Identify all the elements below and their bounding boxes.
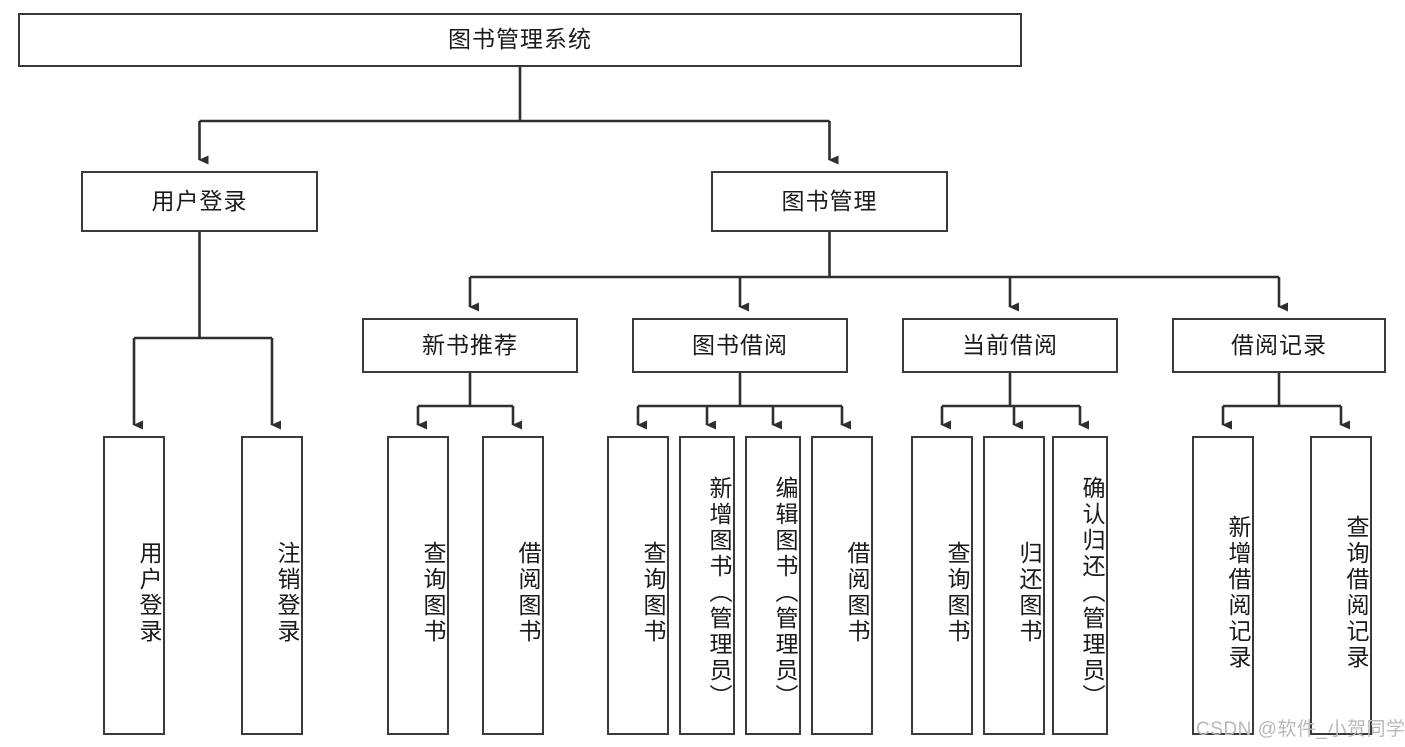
node-leaf-query-record[interactable]: 查询借阅记录: [1310, 436, 1372, 735]
node-label: 确认归还（管理员）: [1079, 475, 1105, 710]
node-label: 查询图书: [944, 540, 970, 645]
node-user-login[interactable]: 用户登录: [81, 171, 318, 232]
node-label: 图书管理: [781, 187, 878, 214]
node-label: 新书推荐: [422, 331, 518, 358]
node-leaf-add-book[interactable]: 新增图书（管理员）: [679, 436, 735, 735]
node-label: 新增借阅记录: [1225, 514, 1251, 671]
node-leaf-borrow-book-1[interactable]: 借阅图书: [482, 436, 544, 735]
node-leaf-confirm-return[interactable]: 确认归还（管理员）: [1052, 436, 1108, 735]
node-book-borrow[interactable]: 图书借阅: [632, 318, 848, 373]
node-label: 查询图书: [420, 540, 446, 645]
node-label: 借阅记录: [1231, 331, 1327, 358]
node-label: 查询图书: [640, 540, 666, 645]
node-leaf-query-book-1[interactable]: 查询图书: [387, 436, 449, 735]
node-book-manage[interactable]: 图书管理: [711, 171, 948, 232]
node-leaf-query-book-3[interactable]: 查询图书: [911, 436, 973, 735]
node-leaf-add-record[interactable]: 新增借阅记录: [1192, 436, 1254, 735]
node-label: 当前借阅: [962, 331, 1058, 358]
node-leaf-borrow-book-2[interactable]: 借阅图书: [811, 436, 873, 735]
node-leaf-query-book-2[interactable]: 查询图书: [607, 436, 669, 735]
node-current-borrow[interactable]: 当前借阅: [902, 318, 1118, 373]
node-leaf-logout[interactable]: 注销登录: [241, 436, 303, 735]
node-leaf-return-book[interactable]: 归还图书: [983, 436, 1045, 735]
node-root[interactable]: 图书管理系统: [18, 13, 1022, 67]
node-label: 借阅图书: [515, 540, 541, 645]
node-leaf-user-login[interactable]: 用户登录: [103, 436, 165, 735]
node-label: 查询借阅记录: [1343, 514, 1369, 671]
node-label: 图书借阅: [692, 331, 788, 358]
node-label: 归还图书: [1016, 540, 1042, 645]
node-label: 借阅图书: [844, 540, 870, 645]
node-label: 编辑图书（管理员）: [772, 475, 798, 710]
node-label: 用户登录: [151, 187, 248, 214]
node-label: 图书管理系统: [448, 26, 592, 53]
node-label: 注销登录: [274, 540, 300, 645]
node-borrow-record[interactable]: 借阅记录: [1172, 318, 1386, 373]
node-label: 新增图书（管理员）: [706, 475, 732, 710]
node-label: 用户登录: [136, 540, 162, 645]
node-new-book-rec[interactable]: 新书推荐: [362, 318, 578, 373]
node-leaf-edit-book[interactable]: 编辑图书（管理员）: [745, 436, 801, 735]
